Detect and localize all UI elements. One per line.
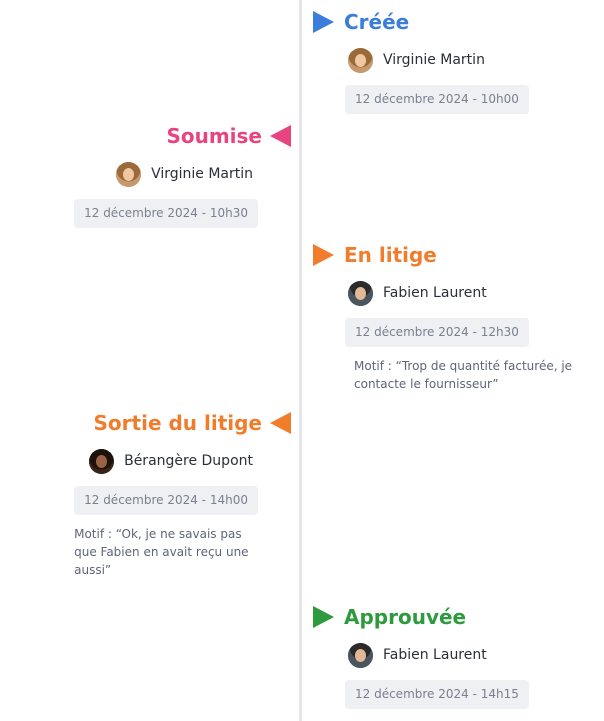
status-marker-icon xyxy=(313,606,334,628)
motif-text: Motif : “Ok, je ne savais pas que Fabien… xyxy=(74,527,249,577)
status-title: Approuvée xyxy=(344,605,467,629)
person-row: Fabien Laurent xyxy=(313,280,584,306)
person-row: Fabien Laurent xyxy=(313,642,529,668)
timeline-line xyxy=(299,0,302,721)
status-title: Créée xyxy=(344,10,410,34)
man-avatar-icon xyxy=(348,642,373,668)
woman-avatar-icon xyxy=(89,448,115,474)
motif-text: Motif : “Trop de quantité facturée, je c… xyxy=(354,359,573,391)
status-marker-icon xyxy=(313,11,334,33)
status-title: Sortie du litige xyxy=(93,411,262,435)
woman-avatar-icon xyxy=(116,161,142,187)
date-badge: 12 décembre 2024 - 14h15 xyxy=(345,680,529,709)
person-name: Fabien Laurent xyxy=(383,647,487,663)
timeline-event-created: Créée Virginie Martin 12 décembre 2024 -… xyxy=(313,7,529,114)
person-row: Virginie Martin xyxy=(313,47,529,73)
person-row: Bérangère Dupont xyxy=(74,448,291,474)
man-avatar-icon xyxy=(348,280,373,306)
date-badge: 12 décembre 2024 - 14h00 xyxy=(74,486,258,515)
status-title: En litige xyxy=(344,243,437,267)
person-name: Virginie Martin xyxy=(383,52,485,68)
date-badge: 12 décembre 2024 - 10h30 xyxy=(74,199,258,228)
timeline-event-dispute-resolved: Sortie du litige Bérangère Dupont 12 déc… xyxy=(74,408,291,579)
timeline-event-dispute: En litige Fabien Laurent 12 décembre 202… xyxy=(313,240,584,393)
woman-avatar-icon xyxy=(348,47,373,73)
person-row: Virginie Martin xyxy=(74,161,291,187)
person-name: Fabien Laurent xyxy=(383,285,487,301)
status-marker-icon xyxy=(270,412,291,434)
person-name: Bérangère Dupont xyxy=(124,453,253,469)
person-name: Virginie Martin xyxy=(151,166,253,182)
status-marker-icon xyxy=(270,125,291,147)
timeline-event-approved: Approuvée Fabien Laurent 12 décembre 202… xyxy=(313,602,529,709)
status-title: Soumise xyxy=(166,124,262,148)
date-badge: 12 décembre 2024 - 12h30 xyxy=(345,318,529,347)
date-badge: 12 décembre 2024 - 10h00 xyxy=(345,85,529,114)
status-marker-icon xyxy=(313,244,334,266)
timeline-event-submitted: Soumise Virginie Martin 12 décembre 2024… xyxy=(74,121,291,228)
